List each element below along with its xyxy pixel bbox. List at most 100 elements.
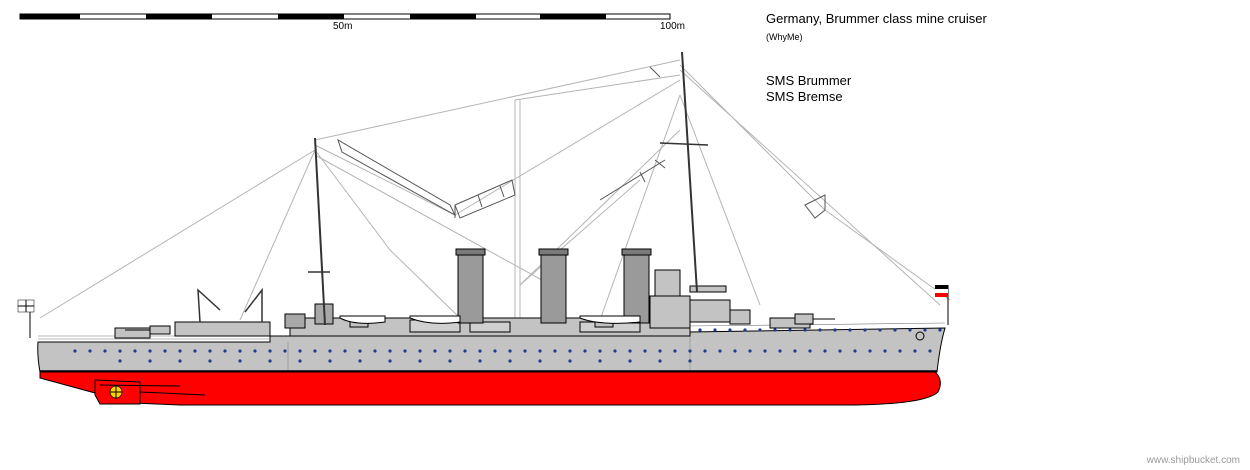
porthole: [583, 349, 587, 353]
porthole: [778, 349, 782, 353]
porthole: [133, 349, 137, 353]
porthole: [848, 328, 852, 332]
porthole: [268, 359, 272, 363]
fore-mast: [681, 51, 698, 293]
porthole: [923, 328, 927, 332]
porthole: [118, 359, 122, 363]
porthole: [538, 349, 542, 353]
porthole: [478, 359, 482, 363]
porthole: [268, 349, 272, 353]
ship-names: SMS Brummer SMS Bremse: [766, 73, 851, 105]
ship-name-2: SMS Bremse: [766, 89, 843, 104]
porthole: [728, 328, 732, 332]
porthole: [898, 349, 902, 353]
porthole: [223, 349, 227, 353]
porthole: [788, 328, 792, 332]
porthole: [118, 349, 122, 353]
porthole: [698, 328, 702, 332]
porthole: [568, 359, 572, 363]
porthole: [298, 359, 302, 363]
porthole: [833, 328, 837, 332]
author-credit: (WhyMe): [766, 32, 803, 42]
porthole: [403, 349, 407, 353]
porthole: [928, 349, 932, 353]
porthole: [148, 349, 152, 353]
porthole: [568, 349, 572, 353]
porthole: [688, 349, 692, 353]
porthole: [718, 349, 722, 353]
porthole: [673, 349, 677, 353]
porthole: [508, 359, 512, 363]
porthole: [938, 328, 942, 332]
porthole: [208, 359, 212, 363]
boats: [339, 315, 641, 324]
scale-bar: [19, 13, 671, 20]
funnels: [455, 248, 652, 324]
porthole: [448, 349, 452, 353]
porthole: [418, 359, 422, 363]
stern-ensign: [17, 299, 35, 338]
porthole: [713, 328, 717, 332]
portholes: [73, 328, 942, 363]
porthole: [358, 349, 362, 353]
superstructure: [114, 269, 811, 339]
porthole: [748, 349, 752, 353]
porthole: [73, 349, 77, 353]
porthole: [823, 349, 827, 353]
porthole: [418, 349, 422, 353]
porthole: [643, 349, 647, 353]
porthole: [88, 349, 92, 353]
porthole: [163, 349, 167, 353]
porthole: [328, 349, 332, 353]
porthole: [613, 349, 617, 353]
bow-jack: [935, 285, 949, 325]
porthole: [913, 349, 917, 353]
porthole: [388, 349, 392, 353]
porthole: [758, 328, 762, 332]
funnel-1: [457, 252, 484, 324]
porthole: [853, 349, 857, 353]
porthole: [283, 349, 287, 353]
porthole: [448, 359, 452, 363]
porthole: [773, 328, 777, 332]
porthole: [193, 349, 197, 353]
porthole: [818, 328, 822, 332]
porthole: [793, 349, 797, 353]
porthole: [598, 359, 602, 363]
porthole: [763, 349, 767, 353]
porthole: [178, 359, 182, 363]
masts: [308, 51, 709, 326]
hull-underwater: [39, 371, 941, 406]
porthole: [313, 349, 317, 353]
main-mast: [314, 137, 326, 326]
porthole: [803, 328, 807, 332]
porthole: [238, 349, 242, 353]
porthole: [343, 349, 347, 353]
porthole: [838, 349, 842, 353]
porthole: [103, 349, 107, 353]
porthole: [658, 359, 662, 363]
anchor-icon: [915, 331, 925, 341]
scale-end-label: 100m: [660, 21, 686, 32]
porthole: [628, 349, 632, 353]
porthole: [628, 359, 632, 363]
porthole: [598, 349, 602, 353]
porthole: [508, 349, 512, 353]
porthole: [733, 349, 737, 353]
porthole: [298, 349, 302, 353]
page-title: Germany, Brummer class mine cruiser: [766, 11, 987, 26]
spars: [337, 66, 826, 219]
porthole: [743, 328, 747, 332]
porthole: [883, 349, 887, 353]
porthole: [373, 349, 377, 353]
porthole: [893, 328, 897, 332]
porthole: [688, 359, 692, 363]
porthole: [553, 349, 557, 353]
cranes: [197, 287, 263, 323]
funnel-3: [623, 252, 650, 324]
porthole: [478, 349, 482, 353]
porthole: [493, 349, 497, 353]
porthole: [868, 349, 872, 353]
porthole: [523, 349, 527, 353]
